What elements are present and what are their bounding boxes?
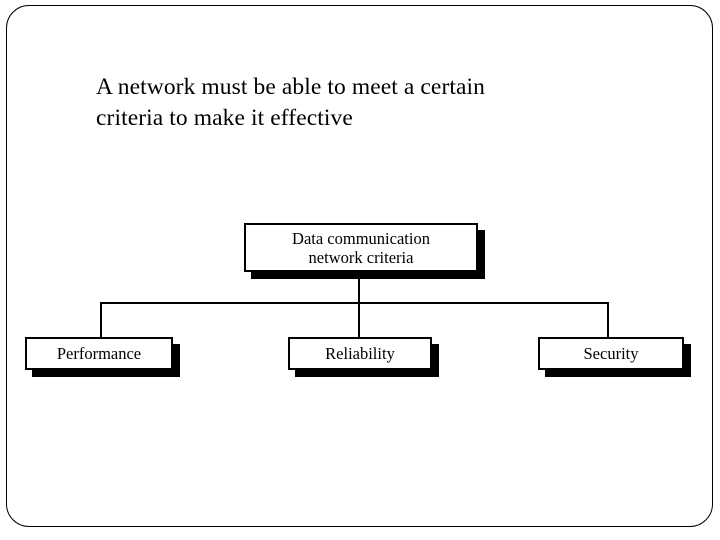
root-node-label-line-1: Data communication <box>292 228 430 248</box>
root-node-label: Data communication network criteria <box>246 229 476 267</box>
security-node-label: Security <box>583 344 639 363</box>
reliability-node-label: Reliability <box>325 344 395 363</box>
root-node-label-line-2: network criteria <box>308 247 414 267</box>
connector-drop-security <box>607 302 609 338</box>
connector-horizontal-bus <box>100 302 609 304</box>
performance-node-label: Performance <box>56 344 142 363</box>
connector-drop-performance <box>100 302 102 338</box>
node-reliability[interactable]: Reliability <box>288 337 432 370</box>
node-security[interactable]: Security <box>538 337 684 370</box>
node-performance[interactable]: Performance <box>25 337 173 370</box>
title-line-1: A network must be able to meet a certain <box>96 74 486 100</box>
title-line-2: criteria to make it effective <box>96 105 353 131</box>
node-data-communication-network-criteria[interactable]: Data communication network criteria <box>244 223 478 272</box>
page-title: A network must be able to meet a certain… <box>96 72 596 134</box>
connector-root-to-bus <box>358 272 360 337</box>
